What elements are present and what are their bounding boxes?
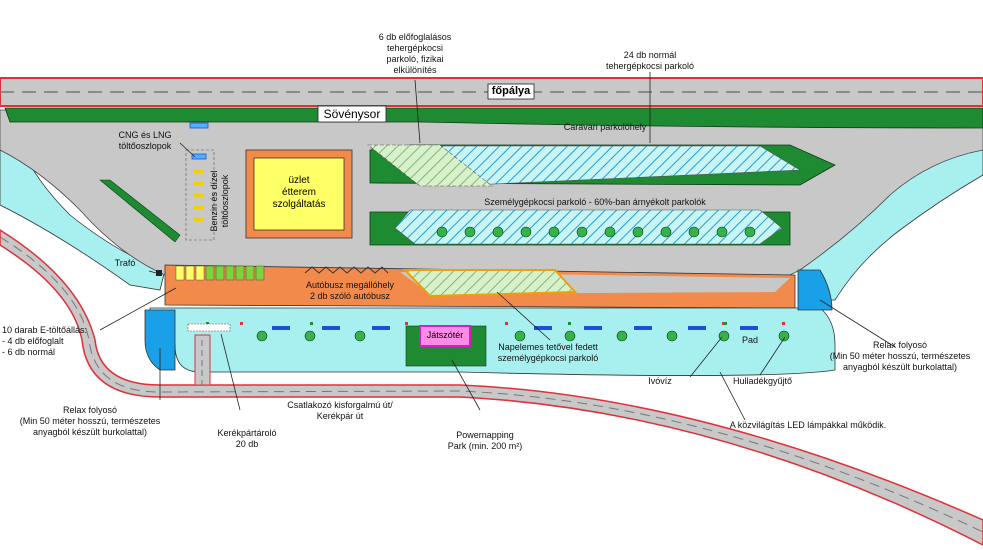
ev-charging-label: 10 darab E-töltőállás: - 4 db előfoglalt… <box>2 325 88 357</box>
benches <box>272 326 758 330</box>
fuel-pump-6 <box>194 218 204 221</box>
playground <box>419 325 471 347</box>
truck-reserved-label: 6 db előfoglalásos tehergépkocsi parkoló… <box>378 32 452 75</box>
bike-storage-label: Kerékpártároló 20 db <box>217 428 277 449</box>
fuel-pump-2 <box>194 170 204 173</box>
car-parking-label: Személygépkocsi parkoló - 60%-ban árnyék… <box>484 197 706 207</box>
relax-right-blue-area <box>797 269 833 311</box>
cng-pump <box>189 122 209 129</box>
car-parking-trees <box>436 226 756 238</box>
solar-parking-label: Napelemes tetővel fedett személygépkocsi… <box>497 342 599 363</box>
callout-lines <box>99 72 896 421</box>
shop-label: üzlet étterem szolgáltatás <box>272 175 326 210</box>
hedge-label: Sövénysor <box>323 107 381 121</box>
truck-normal-label: 24 db normál tehergépkocsi parkoló <box>605 50 695 71</box>
access-road <box>0 229 983 546</box>
trafo-label: Trafó <box>114 258 136 268</box>
solar-parking-area <box>402 269 578 298</box>
hedge-label-box <box>317 105 387 123</box>
cng-lng-label: CNG és LNG töltőoszlopok <box>118 130 172 151</box>
relax-corridor <box>149 307 836 376</box>
trafo-box <box>156 270 162 276</box>
shop-building-inner <box>253 157 345 231</box>
fuel-pump-3 <box>194 182 204 185</box>
lighting-label: A közvilágítás LED lámpákkal működik. <box>729 420 887 430</box>
green-strip-left <box>99 179 181 243</box>
power-nap-label: Powernapping Park (min. 200 m²) <box>447 430 523 451</box>
waste-bins <box>240 322 785 325</box>
waste-label: Hulladékgyűjtő <box>732 376 793 386</box>
hedge-row <box>4 107 983 129</box>
bench-label: Pad <box>741 335 758 345</box>
bus-shelter-zigzag <box>304 266 389 274</box>
access-road-label: Csatlakozó kisforgalmú út/ Kerékpár út <box>287 400 393 421</box>
caravan-label: Caravan parkolóhely <box>563 122 647 132</box>
relax-left-blue-area <box>144 309 176 371</box>
bus-stop-label: Autóbusz megállóhely 2 db szóló autóbusz <box>305 280 395 301</box>
relax-left-label: Relax folyosó (Min 50 méter hosszú, term… <box>19 405 161 437</box>
playground-label: Játszótér <box>426 330 464 340</box>
fuel-pumps-label: Benzin és dízel töltőoszlopok <box>209 170 230 232</box>
corridor-trees <box>256 330 790 342</box>
car-parking-area <box>394 209 783 245</box>
water-taps <box>206 322 727 325</box>
main-road-label: főpálya <box>491 85 531 97</box>
drinking-water-label: Ivóvíz <box>648 376 672 386</box>
bike-rack <box>187 323 231 332</box>
access-road-center-line <box>0 236 983 533</box>
ev-charging-stalls <box>175 265 265 281</box>
fuel-pump-1 <box>191 153 207 160</box>
fuel-pump-5 <box>194 206 204 209</box>
relax-right-label: Relax folyosó (Min 50 méter hosszú, term… <box>829 340 971 372</box>
fuel-pump-4 <box>194 194 204 197</box>
main-road-label-box <box>487 83 535 100</box>
truck-parking-reserved <box>367 144 493 187</box>
